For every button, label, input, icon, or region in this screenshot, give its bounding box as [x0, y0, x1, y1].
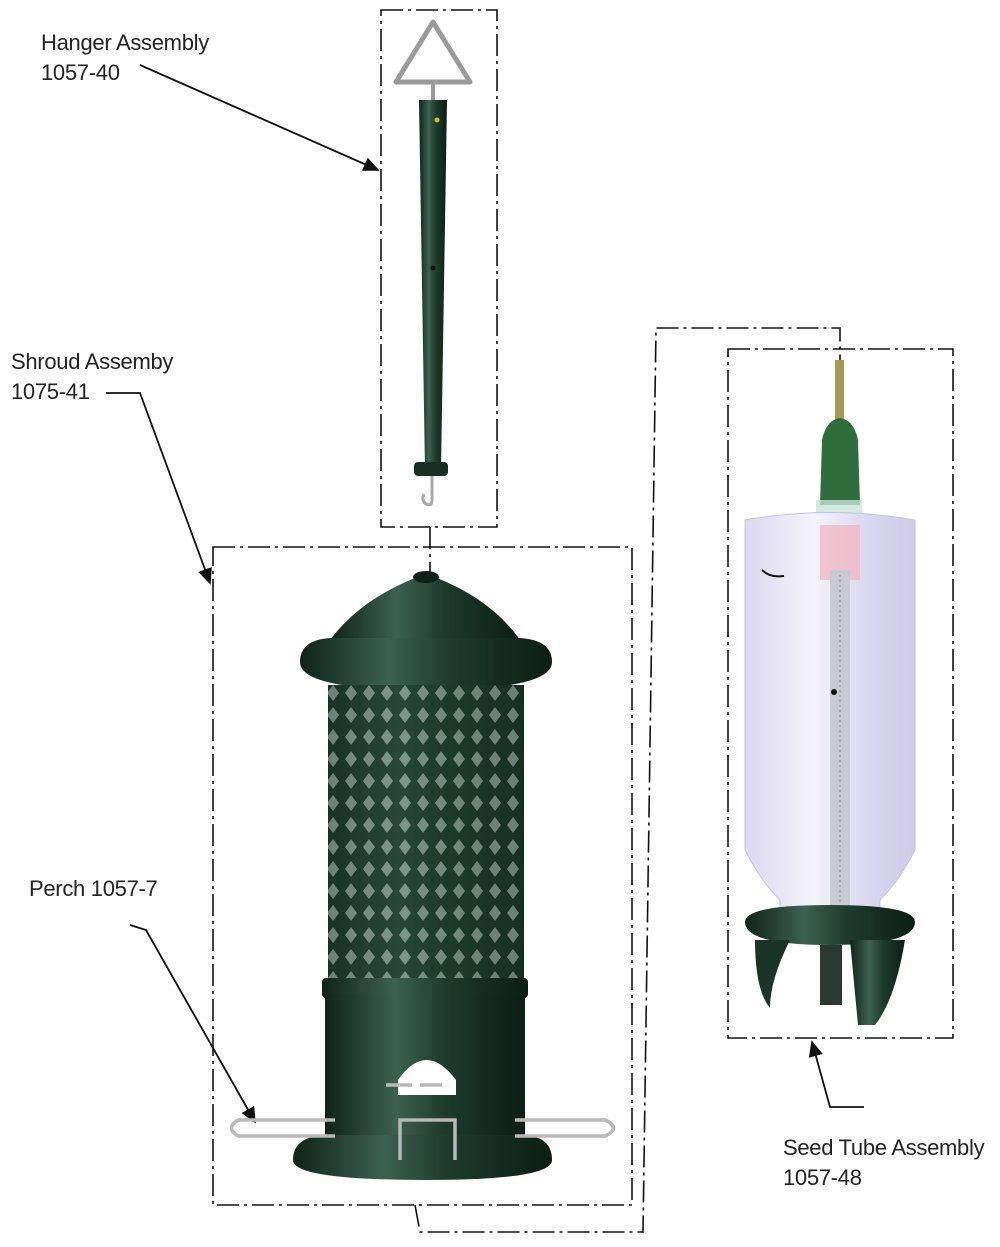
seed-tube-assembly [744, 360, 916, 1025]
hanger-box [380, 9, 498, 528]
seed-tube-label-name: Seed Tube Assembly [783, 1135, 985, 1160]
hanger-label-part: 1057-40 [41, 60, 120, 85]
shroud-label-part: 1075-41 [11, 379, 90, 404]
hanger-label: Hanger Assembly 1057-40 [41, 28, 209, 88]
shroud-assembly [229, 571, 616, 1180]
perch-leader [129, 924, 256, 1124]
hanger-label-name: Hanger Assembly [41, 30, 209, 55]
shroud-label: Shroud Assemby 1075-41 [11, 347, 173, 407]
seed-tube-connector-line [414, 327, 841, 1233]
shroud-leader [106, 392, 212, 585]
seed-tube-leader [808, 1040, 864, 1108]
perch-label: Perch 1057-7 [29, 874, 158, 904]
hanger-assembly [393, 19, 473, 507]
hanger-leader [139, 64, 380, 171]
shroud-box [212, 546, 633, 1206]
seed-tube-label-part: 1057-48 [783, 1165, 862, 1190]
seed-tube-label: Seed Tube Assembly 1057-48 [783, 1133, 985, 1193]
perch [229, 1083, 616, 1160]
shroud-label-name: Shroud Assemby [11, 349, 174, 374]
perch-label-name: Perch 1057-7 [29, 876, 158, 901]
